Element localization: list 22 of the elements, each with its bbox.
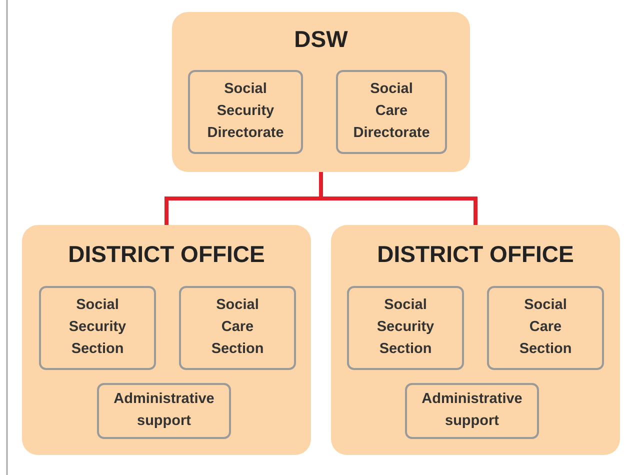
group-heading: DISTRICT OFFICE [67,241,266,268]
unit-label: Administrative support [112,390,216,431]
group-heading: DSW [293,26,349,53]
unit-box [179,286,296,370]
unit-label: Social Security Section [68,296,128,359]
group-panel [22,225,311,455]
unit-box [336,70,447,154]
unit-label: Social Security Section [376,296,436,359]
unit-box [39,286,156,370]
unit-box [97,383,231,439]
unit-box [405,383,539,439]
unit-label: Social Care Directorate [352,80,431,143]
unit-label: Administrative support [420,390,524,431]
group-panel [172,12,470,172]
unit-box [487,286,604,370]
unit-box [347,286,464,370]
group-panel [331,225,620,455]
unit-label: Social Security Directorate [206,80,285,143]
unit-label: Social Care Section [210,296,265,359]
unit-label: Social Care Section [518,296,573,359]
unit-box [188,70,303,154]
group-heading: DISTRICT OFFICE [376,241,575,268]
